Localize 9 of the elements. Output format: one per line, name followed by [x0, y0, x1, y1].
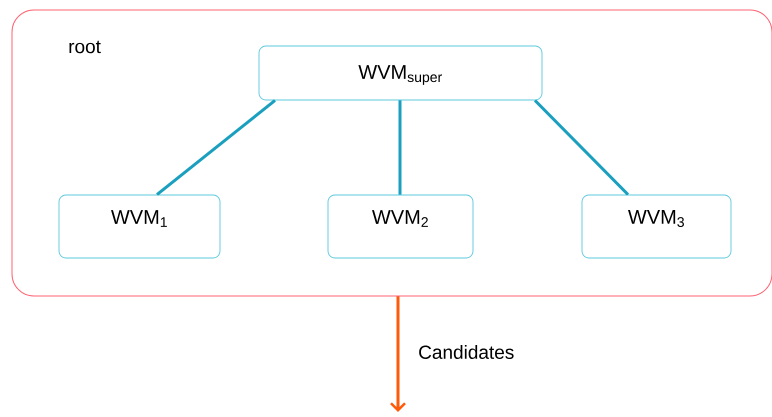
process-box: WVM$_{2}$: [328, 194, 474, 258]
connector-line: [398, 100, 402, 195]
connector-line: [156, 99, 276, 196]
edge-label: Candidates: [417, 344, 516, 360]
process-box: WVM$_{1}$: [58, 194, 220, 258]
connector-line: [534, 99, 630, 196]
process-box: WVM$_{super}$: [258, 46, 542, 100]
process-box: WVM$_{3}$: [582, 194, 732, 258]
arrow: [390, 296, 406, 412]
